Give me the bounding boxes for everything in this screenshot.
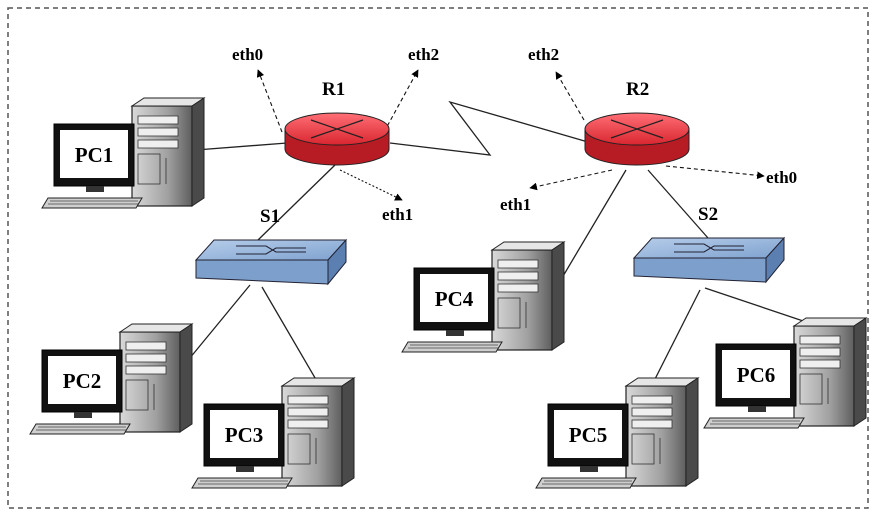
pc-pc6: PC6 <box>703 317 867 429</box>
pc-pc2: PC2 <box>29 323 193 435</box>
pc-pc2-label: PC2 <box>63 369 102 393</box>
link-r2-pc4 <box>555 169 627 289</box>
pc-pc1-label: PC1 <box>75 143 114 167</box>
switch-s1-label: S1 <box>260 206 280 227</box>
switch-s2: S2 <box>633 204 785 283</box>
router-r1-label: R1 <box>322 79 345 100</box>
switch-s2-label: S2 <box>698 204 718 225</box>
pc-pc6-label: PC6 <box>737 363 776 387</box>
r2-eth1-label: eth1 <box>500 195 531 214</box>
diagram-border <box>7 7 869 509</box>
pc-pc1: PC1 <box>41 97 205 209</box>
pc-pc3-label: PC3 <box>225 423 264 447</box>
interface-arrows <box>256 69 765 201</box>
link-s1-pc3 <box>261 286 319 384</box>
links <box>179 100 831 386</box>
r1-eth0-label: eth0 <box>232 45 263 64</box>
pc-pc4-label: PC4 <box>435 287 474 311</box>
pc-pc4: PC4 <box>401 241 565 353</box>
link-pc1-r1 <box>195 142 288 151</box>
r2-eth0-label: eth0 <box>766 168 797 187</box>
link-r1-r2-serial <box>389 100 589 156</box>
router-r2-label: R2 <box>626 79 649 100</box>
r1-eth2-label: eth2 <box>408 45 439 64</box>
link-r1-s1 <box>257 164 336 241</box>
r2-eth2-label: eth2 <box>528 45 559 64</box>
r1-eth1-arrow <box>339 169 403 201</box>
r2-eth1-arrow <box>529 169 613 191</box>
link-r2-s2 <box>647 169 709 239</box>
link-s2-pc5 <box>651 289 701 386</box>
r2-eth2-arrow <box>555 71 585 121</box>
pc-pc5-label: PC5 <box>569 423 608 447</box>
r1-eth2-arrow <box>383 69 419 133</box>
router-r2: R2 <box>584 79 690 166</box>
switch-s1: S1 <box>195 206 347 285</box>
r1-eth0-arrow <box>256 69 283 133</box>
router-r1: R1 <box>284 79 390 166</box>
r2-eth0-arrow <box>665 165 765 180</box>
pc-pc3: PC3 <box>191 377 355 489</box>
pc-pc5: PC5 <box>535 377 699 489</box>
r1-eth1-label: eth1 <box>382 205 413 224</box>
